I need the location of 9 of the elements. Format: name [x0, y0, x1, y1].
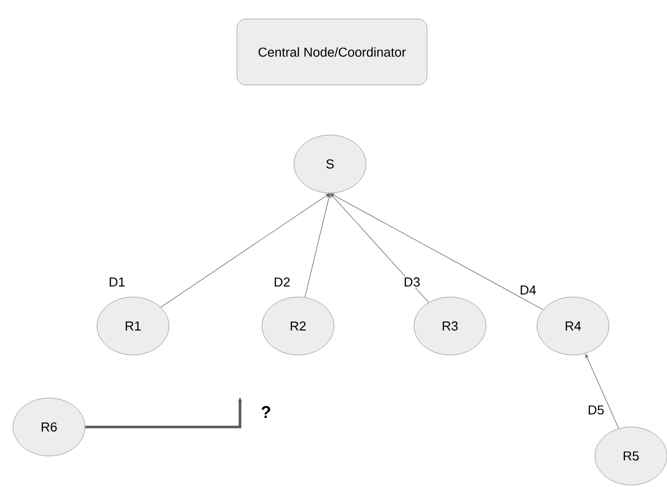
arrow	[160, 193, 330, 308]
edge-label: D5	[586, 404, 606, 416]
edge-label: D4	[518, 284, 538, 296]
edge-label: ?	[260, 405, 272, 419]
arrow	[330, 193, 544, 310]
process-box: Central Node/Coordinator	[236, 18, 428, 86]
edge-label: D1	[108, 276, 126, 288]
edge-label: D2	[272, 276, 292, 288]
edge-label: D3	[402, 276, 422, 288]
